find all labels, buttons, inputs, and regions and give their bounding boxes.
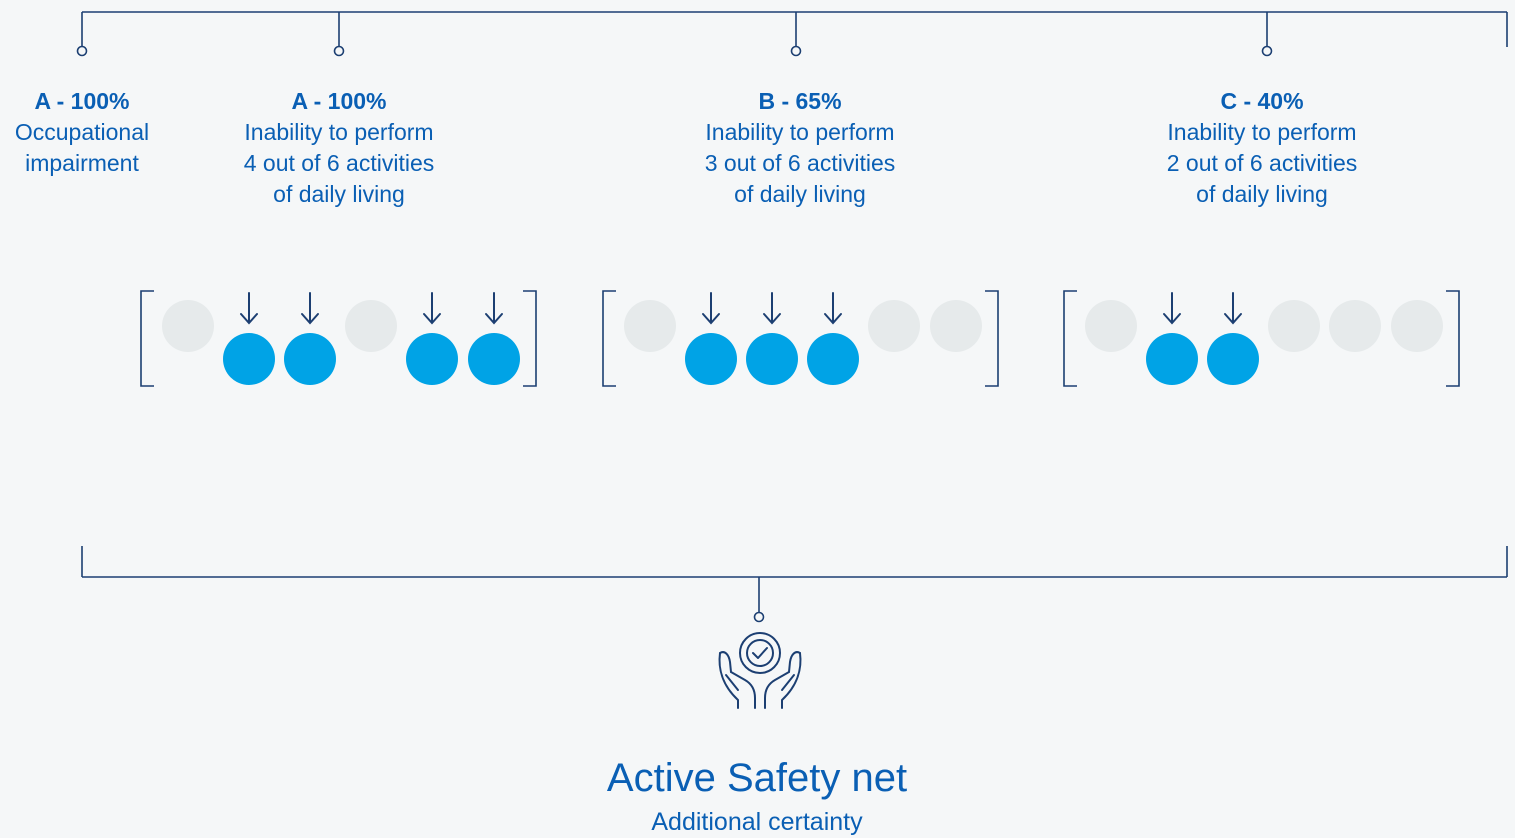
arrow-head bbox=[1163, 313, 1181, 325]
activity-dot-unimpaired bbox=[624, 300, 676, 352]
activity-dot-impaired bbox=[746, 333, 798, 385]
activity-dot-impaired bbox=[284, 333, 336, 385]
down-arrow-icon bbox=[423, 292, 441, 325]
bottom-bracket bbox=[81, 546, 1508, 623]
activity-dot-unimpaired bbox=[1391, 300, 1443, 352]
activity-group bbox=[1063, 290, 1460, 387]
activity-group bbox=[602, 290, 999, 387]
activity-dot-unimpaired bbox=[345, 300, 397, 352]
arrow-head bbox=[824, 313, 842, 325]
arrow-head bbox=[240, 313, 258, 325]
down-arrow-icon bbox=[702, 292, 720, 325]
hands-holding-check-icon bbox=[718, 632, 802, 709]
down-arrow-icon bbox=[1163, 292, 1181, 325]
criterion-c-adl: C - 40% Inability to perform 2 out of 6 … bbox=[1167, 86, 1358, 210]
criterion-line: of daily living bbox=[734, 181, 866, 207]
activity-dot-impaired bbox=[223, 333, 275, 385]
activity-dot-impaired bbox=[685, 333, 737, 385]
arrow-head bbox=[485, 313, 503, 325]
top-bracket bbox=[76, 11, 1508, 57]
criterion-line: 3 out of 6 activities bbox=[704, 150, 896, 176]
arrow-head bbox=[702, 313, 720, 325]
right-bracket bbox=[985, 290, 999, 387]
arrow-head bbox=[301, 313, 319, 325]
activity-dot-impaired bbox=[1207, 333, 1259, 385]
connector-node bbox=[753, 611, 765, 623]
criterion-heading: A - 100% bbox=[34, 88, 130, 114]
criterion-line: of daily living bbox=[1196, 181, 1328, 207]
activity-dot-impaired bbox=[406, 333, 458, 385]
left-bracket bbox=[1063, 290, 1077, 387]
down-arrow-icon bbox=[301, 292, 319, 325]
criterion-occupational: A - 100% Occupational impairment bbox=[15, 86, 149, 179]
criterion-a-adl: A - 100% Inability to perform 4 out of 6… bbox=[244, 86, 435, 210]
activity-dot-unimpaired bbox=[1085, 300, 1137, 352]
arrow-head bbox=[423, 313, 441, 325]
criterion-line: of daily living bbox=[273, 181, 405, 207]
activity-groups bbox=[140, 290, 1460, 387]
arrow-head bbox=[763, 313, 781, 325]
criterion-line: Inability to perform bbox=[705, 119, 895, 145]
down-arrow-icon bbox=[1224, 292, 1242, 325]
connector-node bbox=[790, 45, 802, 57]
activity-dot-impaired bbox=[1146, 333, 1198, 385]
criterion-heading: A - 100% bbox=[291, 88, 387, 114]
footer-title: Active Safety net bbox=[606, 756, 908, 800]
right-bracket bbox=[1446, 290, 1460, 387]
down-arrow-icon bbox=[763, 292, 781, 325]
activity-dot-unimpaired bbox=[868, 300, 920, 352]
criterion-heading: B - 65% bbox=[758, 88, 842, 114]
criterion-b-adl: B - 65% Inability to perform 3 out of 6 … bbox=[705, 86, 896, 210]
criterion-line: 2 out of 6 activities bbox=[1166, 150, 1358, 176]
criterion-line: Occupational bbox=[14, 119, 150, 145]
activity-dot-unimpaired bbox=[1329, 300, 1381, 352]
activity-dot-unimpaired bbox=[1268, 300, 1320, 352]
footer-subtitle: Additional certainty bbox=[651, 808, 863, 836]
down-arrow-icon bbox=[240, 292, 258, 325]
criterion-line: Inability to perform bbox=[244, 119, 434, 145]
criterion-line: Inability to perform bbox=[1167, 119, 1357, 145]
left-bracket bbox=[140, 290, 154, 387]
left-bracket bbox=[602, 290, 616, 387]
activity-dot-unimpaired bbox=[930, 300, 982, 352]
activity-group bbox=[140, 290, 537, 387]
right-bracket bbox=[523, 290, 537, 387]
down-arrow-icon bbox=[824, 292, 842, 325]
connector-node bbox=[1261, 45, 1273, 57]
activity-dot-unimpaired bbox=[162, 300, 214, 352]
down-arrow-icon bbox=[485, 292, 503, 325]
criterion-line: impairment bbox=[25, 150, 139, 176]
criterion-line: 4 out of 6 activities bbox=[243, 150, 435, 176]
connector-node bbox=[333, 45, 345, 57]
activity-dot-impaired bbox=[807, 333, 859, 385]
connector-node bbox=[76, 45, 88, 57]
criterion-heading: C - 40% bbox=[1220, 88, 1304, 114]
arrow-head bbox=[1224, 313, 1242, 325]
activity-dot-impaired bbox=[468, 333, 520, 385]
